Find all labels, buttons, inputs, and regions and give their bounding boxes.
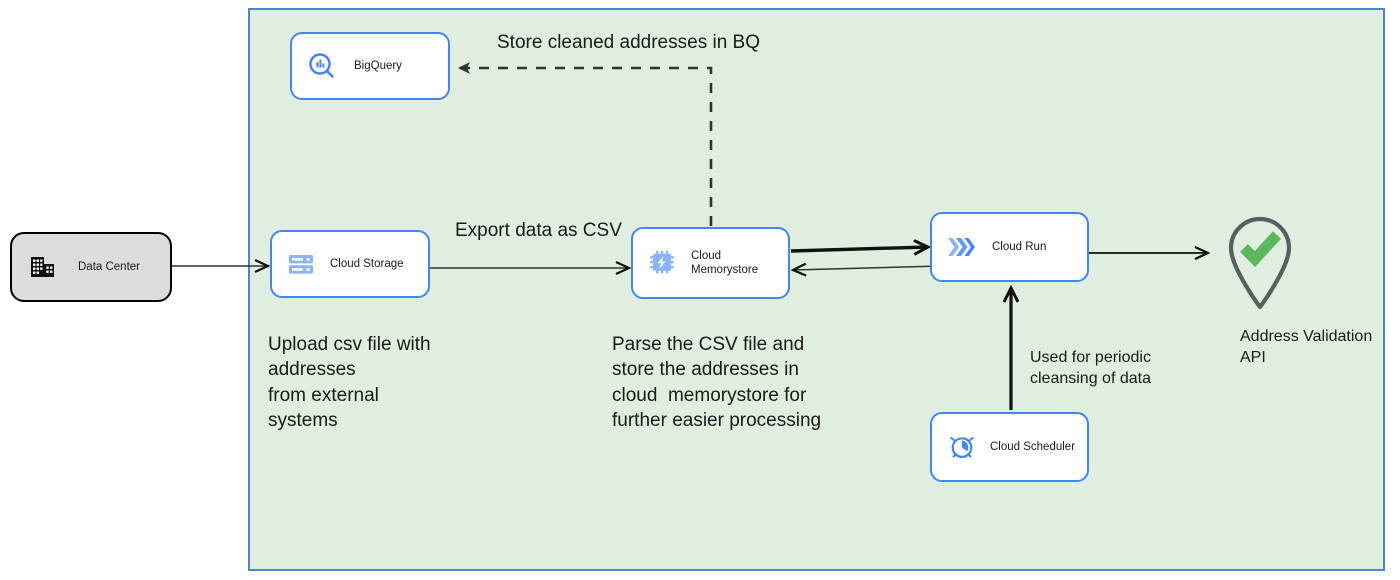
- node-label: Data Center: [78, 260, 141, 273]
- node-label: Cloud Scheduler: [990, 440, 1076, 453]
- cloud-scheduler-icon: [946, 431, 978, 463]
- address-validation-api-label: Address Validation API: [1240, 328, 1373, 367]
- node-label: BigQuery: [354, 59, 402, 72]
- cloud-memorystore-icon: [647, 248, 677, 278]
- edge-label-export-csv: Export data as CSV: [455, 220, 622, 241]
- bigquery-icon: [306, 50, 338, 82]
- edge-label-store-in-bq: Store cleaned addresses in BQ: [497, 32, 760, 53]
- annotation-parse: Parse the CSV file and store the address…: [612, 334, 822, 431]
- node-label: Cloud Run: [992, 240, 1047, 253]
- node-cloud-memorystore[interactable]: Cloud Memorystore: [631, 227, 790, 299]
- node-label: Cloud Memorystore: [691, 249, 759, 276]
- node-cloud-run[interactable]: Cloud Run: [930, 212, 1089, 282]
- edge-label-periodic-cleansing: Used for periodic cleansing of data: [1030, 349, 1151, 388]
- node-data-center[interactable]: Data Center: [10, 232, 172, 302]
- annotation-upload: Upload csv file with addresses from exte…: [268, 334, 431, 431]
- cloud-boundary-region: [248, 8, 1385, 571]
- node-bigquery[interactable]: BigQuery: [290, 32, 450, 100]
- node-cloud-scheduler[interactable]: Cloud Scheduler: [930, 412, 1089, 482]
- cloud-storage-icon: [286, 249, 316, 279]
- node-cloud-storage[interactable]: Cloud Storage: [270, 230, 430, 298]
- address-validation-api-icon[interactable]: [1218, 206, 1302, 310]
- data-center-icon: [26, 250, 60, 284]
- node-label: Cloud Storage: [330, 257, 404, 270]
- cloud-run-icon: [944, 232, 978, 262]
